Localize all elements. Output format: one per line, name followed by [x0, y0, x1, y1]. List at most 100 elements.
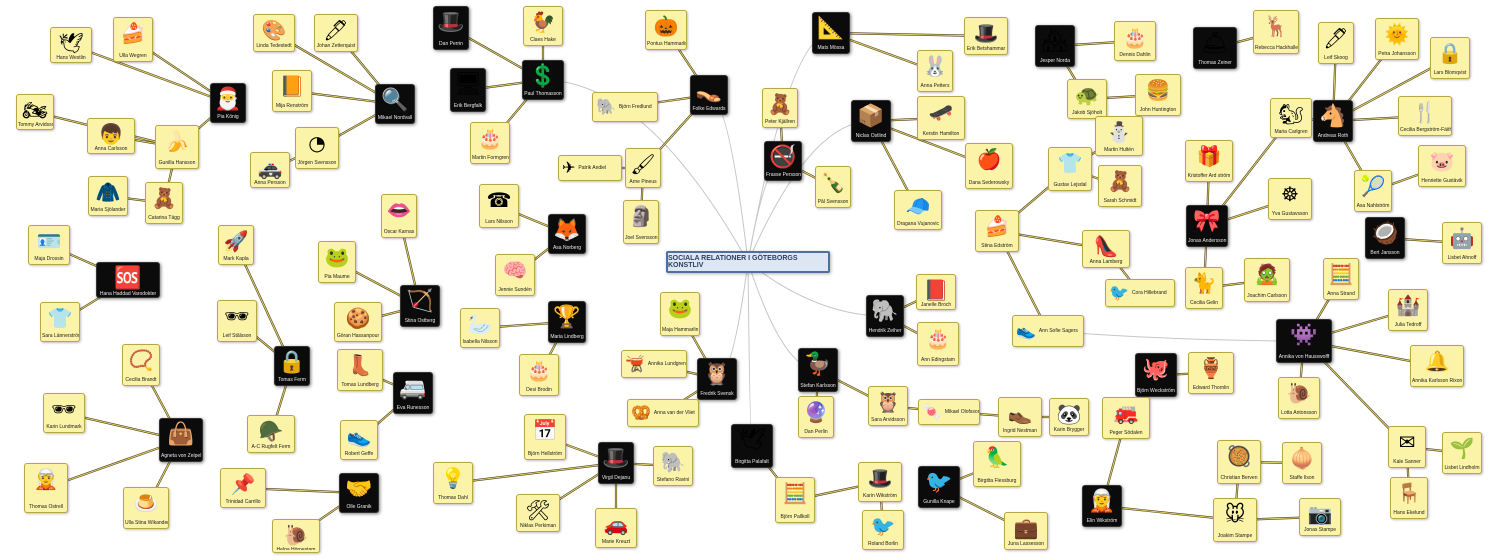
node-anna-van-der-vliet[interactable]: 🥨Anna van der Vliet: [627, 399, 699, 427]
node-lisbet-lindholm[interactable]: 🌱Lisbet Lindholm: [1442, 432, 1482, 474]
node-annika-lundgren[interactable]: 🫕Annika Lundgren: [621, 350, 687, 378]
node-peger-sodalen[interactable]: 🚒Peger Södalen: [1102, 397, 1150, 439]
node-joel-svensson[interactable]: 🗿Joel Svensson: [623, 200, 659, 244]
node-virgil-dejanu[interactable]: 🎩Virgil Dejanu: [598, 442, 634, 484]
node-arne-pineus[interactable]: 🖌Arne Pineus: [625, 148, 661, 188]
node-folke-edwards[interactable]: 👡Folke Edwards: [690, 75, 728, 115]
node-niclas-ostlind[interactable]: 📦Niclas Östlind: [851, 100, 891, 142]
node-maria-lindberg[interactable]: 🏆Maria Lindberg: [548, 301, 586, 343]
node-cecilia-brandt[interactable]: 📿Cecilia Brandt: [122, 344, 160, 386]
node-hendrik-zeiher[interactable]: 🐘Hendrik Zeiher: [866, 295, 904, 337]
node-frasse-persson[interactable]: 🚭Frasse Persson: [764, 141, 802, 181]
node-maria-carlgren[interactable]: 🐿Maria Carlgren: [1270, 98, 1312, 138]
node-karin-lundmark[interactable]: 🕶Karin Lundmark: [43, 393, 85, 433]
node-rebecca-hackhaller[interactable]: 🦌Rebecca Hackhaller: [1253, 10, 1299, 54]
node-stina-ostberg[interactable]: 🏹Stina Östberg: [400, 285, 440, 327]
node-catarina-tagg[interactable]: 🧸Catarina Tägg: [145, 182, 183, 224]
node-joachim-carlsson[interactable]: 🧟Joachim Carlsson: [1244, 258, 1290, 302]
node-bjorn-pallkoll[interactable]: 🧮Björn Pallkoll: [775, 477, 815, 523]
node-niklas-perkiman[interactable]: 🛠Niklas Perkiman: [516, 494, 560, 532]
node-gustav-lejsdal[interactable]: 👕Gustav Lejsdal: [1048, 147, 1092, 191]
node-bert-jansson[interactable]: 🥥Bert Jansson: [1365, 217, 1405, 259]
node-olle-granik[interactable]: 🤝Olle Granik: [339, 473, 379, 513]
node-stefano-ravini[interactable]: 🐘Stefano Ravini: [653, 446, 693, 486]
node-annika-von-hausswolff[interactable]: 👾Annika von Hausswolff: [1276, 319, 1332, 363]
node-birgitta-flessburg[interactable]: 🦜Birgitta Flessburg: [973, 441, 1021, 487]
node-anna-lamberg[interactable]: 👠Anna Lamberg: [1082, 230, 1130, 268]
node-eva-runesson[interactable]: 🚐Eva Runesson: [393, 372, 433, 414]
node-agneta-von-zeipel[interactable]: 👜Agneta von Zeipel: [159, 418, 203, 462]
node-gunilla-knape[interactable]: 🐦Gunilla Knape: [918, 466, 960, 508]
node-lars-blomqvist[interactable]: 🔒Lars Blomqvist: [1430, 37, 1470, 79]
central-topic[interactable]: SOCIALA RELATIONER I GÖTEBORGS KONSTLIV: [666, 251, 830, 273]
node-peter-kjallren[interactable]: 🧸Peter Kjällren: [762, 88, 798, 128]
node-lotta-antonsson[interactable]: 🐌Lotta Antonsson: [1278, 377, 1320, 419]
node-lars-nilsson[interactable]: ☎Lars Nilsson: [479, 184, 519, 228]
node-maja-drossin[interactable]: 🪪Maja Drossin: [28, 225, 70, 265]
node-cecilia-bergstrom[interactable]: 🍴Cecilia Bergström-Fäith: [1398, 96, 1452, 136]
node-jennie-sundén[interactable]: 🧠Jennie Sundén: [495, 254, 535, 296]
node-christian-berven[interactable]: 🥘Christian Berven: [1217, 440, 1261, 484]
node-julia-tedroff[interactable]: 🏰Julia Tedroff: [1388, 289, 1428, 331]
node-janelle-broch[interactable]: 📕Janelle Broch: [916, 274, 956, 310]
node-goran-hassanpour[interactable]: 🍪Göran Hassanpour: [334, 302, 382, 342]
node-jorgen-svensson[interactable]: ◔Jörgen Svensson: [295, 127, 339, 169]
node-dragana-vujanovic[interactable]: 🧢Dragana Vujanovic: [894, 190, 942, 230]
node-tomas-ferm[interactable]: 🔒Tomas Ferm: [274, 346, 310, 386]
node-patrik-andiel[interactable]: ✈Patrik Andiel: [558, 155, 622, 181]
node-dennis-dahlin[interactable]: 🎂Dennis Dahlin: [1114, 21, 1156, 61]
node-tommy-arvidsson[interactable]: 🏍Tommy Arvidsson: [16, 94, 54, 130]
node-mats-mossa[interactable]: 📐Mats Mössa: [812, 12, 850, 54]
node-mija-renstrom[interactable]: 📙Mija Renström: [272, 70, 312, 112]
node-stina-edstrom[interactable]: 🍰Stina Edström: [975, 210, 1019, 252]
node-marie-kreuzt[interactable]: 🚗Marie Kreuzt: [595, 508, 637, 548]
node-sara-lanneström[interactable]: 👕Sara Lännerström: [40, 302, 80, 342]
node-erik-bergfalk[interactable]: 🖥Erik Bergfalk: [450, 68, 486, 112]
node-cora-hillebrand[interactable]: 🐦Cora Hillebrand: [1105, 279, 1175, 307]
node-joakim-stampe[interactable]: 🐭Joakim Stampe: [1213, 498, 1257, 542]
node-oscar-karnas[interactable]: 👄Oscar Karnas: [381, 194, 417, 238]
node-stefan-karlsson[interactable]: 🦆Stefan Karlsson: [798, 348, 838, 392]
node-hana-haddad[interactable]: 🆘Hana Haddad Varodokter: [96, 262, 160, 298]
node-jonas-andersson[interactable]: 🎀Jonas Andersson: [1186, 205, 1228, 247]
node-anna-petters[interactable]: 🐰Anna Petters: [917, 50, 953, 92]
node-andreas-roth[interactable]: 🐴Andreas Roth: [1313, 100, 1353, 142]
node-ulla-stina[interactable]: 🍮Ulla Stina Wikander: [123, 487, 169, 529]
node-hans-ekelund[interactable]: 🪑Hans Ekelund: [1390, 477, 1428, 519]
node-ingrid-nestman[interactable]: 👞Ingrid Nestman: [998, 397, 1042, 437]
node-helga-hornestam[interactable]: 🐌Helga Hörnestam: [272, 519, 320, 553]
node-jakob-sjoholt[interactable]: 🐢Jakob Sjöholt: [1067, 79, 1107, 119]
node-sara-arvidsson[interactable]: 🦉Sara Arvidsson: [868, 386, 908, 426]
node-john-huntington[interactable]: 🍔John Huntington: [1135, 74, 1181, 116]
node-trinidad-carrillo[interactable]: 📌Trinidad Carrillo: [220, 468, 266, 508]
node-mikael-olofsson[interactable]: 🍬Mikael Olofsson: [918, 399, 980, 425]
node-ann-sofie-sagers[interactable]: 👟Ann Sofie Sagers: [1012, 315, 1084, 347]
node-bjorn-fredlund[interactable]: 🐘Björn Fredlund: [592, 92, 658, 122]
node-jonas-stampe[interactable]: 📷Jonas Stampe: [1299, 498, 1341, 536]
node-yva-gustavsson[interactable]: ☸Yva Gustavsson: [1268, 178, 1312, 220]
node-jesper-norda[interactable]: 🏘Jesper Norda: [1035, 25, 1075, 67]
node-dan-perrin[interactable]: 🎩Dan Perrin: [433, 6, 469, 50]
node-desi-brodin[interactable]: 🎂Desi Brodin: [519, 354, 559, 396]
node-mikael-nordvall[interactable]: 🔍Mikael Nordvall: [375, 84, 415, 124]
node-martin-hultén[interactable]: ⛄Martin Hultén: [1095, 116, 1143, 156]
node-isabella-nilsson[interactable]: 🦢Isabella Nilsson: [460, 308, 500, 348]
node-pia-konig[interactable]: 🎅Pia König: [210, 83, 246, 123]
node-maja-hammarlin[interactable]: 🐸Maja Hammarlin: [660, 292, 700, 336]
node-leif-skoog[interactable]: 🖊Leif Skoog: [1318, 22, 1354, 64]
node-anna-strand[interactable]: 🧮Anna Strand: [1323, 258, 1359, 300]
node-maria-sjolander[interactable]: 🧥Maria Sjölander: [88, 176, 128, 216]
node-edward-thornlin[interactable]: 🏺Edward Thornlin: [1188, 352, 1234, 394]
node-kerstin-hamilton[interactable]: 🛹Kerstin Hamilton: [917, 96, 965, 140]
node-thomas-zeiner[interactable]: 🛎Thomas Zeiner: [1193, 27, 1237, 69]
node-bjorn-weckström[interactable]: 🐙Björn Weckström: [1135, 353, 1177, 397]
node-bjorn-hellström[interactable]: 📅Björn Hellström: [524, 414, 566, 460]
node-sarah-schmidt[interactable]: 🧸Sarah Schmidt: [1098, 165, 1142, 207]
node-thomas-ostrell[interactable]: 🧝Thomas Östrell: [24, 463, 68, 513]
node-staffe-ilson[interactable]: 🧅Staffe Ilson: [1282, 442, 1322, 484]
node-paul-thomasson[interactable]: 💲Paul Thomasson: [522, 60, 564, 100]
node-ann-edingstam[interactable]: 🎂Ann Edingstam: [917, 322, 959, 366]
node-annika-karlsson-rixon[interactable]: 🔔Annika Karlsson Rixon: [1410, 345, 1464, 387]
node-mark-kapla[interactable]: 🚀Mark Kapla: [218, 225, 254, 265]
node-dan-perlin[interactable]: 🔮Dan Perlin: [798, 396, 834, 438]
